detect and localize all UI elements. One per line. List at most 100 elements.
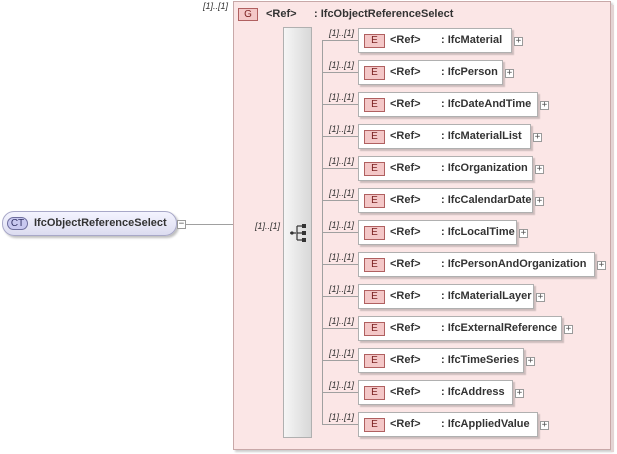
element-badge: E	[364, 130, 385, 144]
element-badge: E	[364, 162, 385, 176]
collapse-toggle-icon[interactable]: −	[177, 219, 186, 229]
element-cardinality: [1]..[1]	[329, 188, 355, 198]
element-badge: E	[364, 34, 385, 48]
element-type-label: : IfcOrganization	[441, 162, 528, 174]
element-node[interactable]: E <Ref> : IfcMaterialList	[358, 124, 531, 149]
element-cardinality: [1]..[1]	[329, 252, 355, 262]
group-shadow	[611, 5, 614, 452]
element-connector-line	[322, 104, 358, 105]
expand-toggle-icon[interactable]: +	[535, 196, 544, 206]
connector-line	[186, 224, 234, 225]
element-cardinality: [1]..[1]	[329, 316, 355, 326]
element-type-label: : IfcPerson	[441, 66, 498, 78]
element-cardinality: [1]..[1]	[329, 60, 355, 70]
element-node[interactable]: E <Ref> : IfcAppliedValue	[358, 412, 538, 437]
element-node[interactable]: E <Ref> : IfcCalendarDate	[358, 188, 533, 213]
element-ref-label: <Ref>	[390, 386, 421, 398]
element-ref-label: <Ref>	[390, 194, 421, 206]
element-badge: E	[364, 354, 385, 368]
element-node[interactable]: E <Ref> : IfcAddress	[358, 380, 513, 405]
element-badge: E	[364, 226, 385, 240]
group-type-label: : IfcObjectReferenceSelect	[314, 8, 454, 20]
element-node[interactable]: E <Ref> : IfcPerson	[358, 60, 503, 85]
element-type-label: : IfcCalendarDate	[441, 194, 532, 206]
element-ref-label: <Ref>	[390, 66, 421, 78]
element-badge: E	[364, 290, 385, 304]
element-connector-line	[322, 296, 358, 297]
element-connector-line	[322, 424, 358, 425]
element-cardinality: [1]..[1]	[329, 220, 355, 230]
element-cardinality: [1]..[1]	[329, 124, 355, 134]
element-connector-line	[322, 200, 358, 201]
complex-type-node[interactable]: CT IfcObjectReferenceSelect	[2, 211, 177, 236]
expand-toggle-icon[interactable]: +	[540, 100, 549, 110]
element-ref-label: <Ref>	[390, 130, 421, 142]
element-connector-line	[322, 136, 358, 137]
element-ref-label: <Ref>	[390, 418, 421, 430]
element-cardinality: [1]..[1]	[329, 380, 355, 390]
element-connector-line	[322, 392, 358, 393]
element-type-label: : IfcMaterialList	[441, 130, 522, 142]
element-type-label: : IfcAppliedValue	[441, 418, 530, 430]
element-node[interactable]: E <Ref> : IfcMaterialLayer	[358, 284, 534, 309]
complex-type-name: IfcObjectReferenceSelect	[34, 217, 167, 229]
group-badge: G	[238, 8, 258, 21]
element-node[interactable]: E <Ref> : IfcMaterial	[358, 28, 512, 53]
element-type-label: : IfcLocalTime	[441, 226, 515, 238]
expand-toggle-icon[interactable]: +	[564, 324, 573, 334]
expand-toggle-icon[interactable]: +	[535, 164, 544, 174]
element-type-label: : IfcDateAndTime	[441, 98, 532, 110]
expand-toggle-icon[interactable]: +	[536, 292, 545, 302]
element-badge: E	[364, 418, 385, 432]
element-badge: E	[364, 386, 385, 400]
element-node[interactable]: E<Ref>: IfcPersonAndOrganization	[358, 252, 595, 277]
element-connector-line	[322, 40, 358, 41]
element-type-label: : IfcMaterial	[441, 34, 503, 46]
expand-toggle-icon[interactable]: +	[515, 388, 524, 398]
element-ref-label: <Ref>	[390, 258, 421, 270]
element-type-label: : IfcAddress	[441, 386, 505, 398]
element-connector-line	[322, 232, 358, 233]
element-node[interactable]: E <Ref> : IfcDateAndTime	[358, 92, 538, 117]
element-badge: E	[364, 322, 385, 336]
element-connector-line	[322, 168, 358, 169]
choice-cardinality: [1]..[1]	[255, 221, 281, 231]
element-connector-line	[322, 264, 358, 265]
expand-toggle-icon[interactable]: +	[514, 36, 523, 46]
element-node[interactable]: E <Ref> : IfcOrganization	[358, 156, 533, 181]
element-cardinality: [1]..[1]	[329, 28, 355, 38]
element-badge: E	[364, 98, 385, 112]
element-ref-label: <Ref>	[390, 290, 421, 302]
element-connector-line	[322, 72, 358, 73]
element-ref-label: <Ref>	[390, 322, 421, 334]
element-ref-label: <Ref>	[390, 34, 421, 46]
element-ref-label: <Ref>	[390, 354, 421, 366]
expand-toggle-icon[interactable]: +	[526, 356, 535, 366]
element-type-label: : IfcMaterialLayer	[441, 290, 532, 302]
element-ref-label: <Ref>	[390, 226, 421, 238]
element-badge: E	[364, 66, 385, 80]
element-cardinality: [1]..[1]	[329, 92, 355, 102]
element-badge: E	[364, 258, 385, 272]
expand-toggle-icon[interactable]: +	[519, 228, 528, 238]
element-badge: E	[364, 194, 385, 208]
element-cardinality: [1]..[1]	[329, 156, 355, 166]
element-node[interactable]: E <Ref> : IfcTimeSeries	[358, 348, 524, 373]
element-connector-line	[322, 328, 358, 329]
element-node[interactable]: E<Ref>: IfcExternalReference	[358, 316, 562, 341]
element-ref-label: <Ref>	[390, 162, 421, 174]
element-ref-label: <Ref>	[390, 98, 421, 110]
element-type-label: : IfcTimeSeries	[441, 354, 520, 366]
element-connector-line	[322, 360, 358, 361]
expand-toggle-icon[interactable]: +	[533, 132, 542, 142]
expand-toggle-icon[interactable]: +	[540, 420, 549, 430]
complex-type-badge: CT	[7, 217, 28, 230]
expand-toggle-icon[interactable]: +	[597, 260, 606, 270]
group-ref-label: <Ref>	[266, 8, 297, 20]
expand-toggle-icon[interactable]: +	[505, 68, 514, 78]
element-cardinality: [1]..[1]	[329, 348, 355, 358]
element-cardinality: [1]..[1]	[329, 412, 355, 422]
element-node[interactable]: E <Ref> : IfcLocalTime	[358, 220, 517, 245]
group-cardinality: [1]..[1]	[203, 1, 229, 11]
element-cardinality: [1]..[1]	[329, 284, 355, 294]
